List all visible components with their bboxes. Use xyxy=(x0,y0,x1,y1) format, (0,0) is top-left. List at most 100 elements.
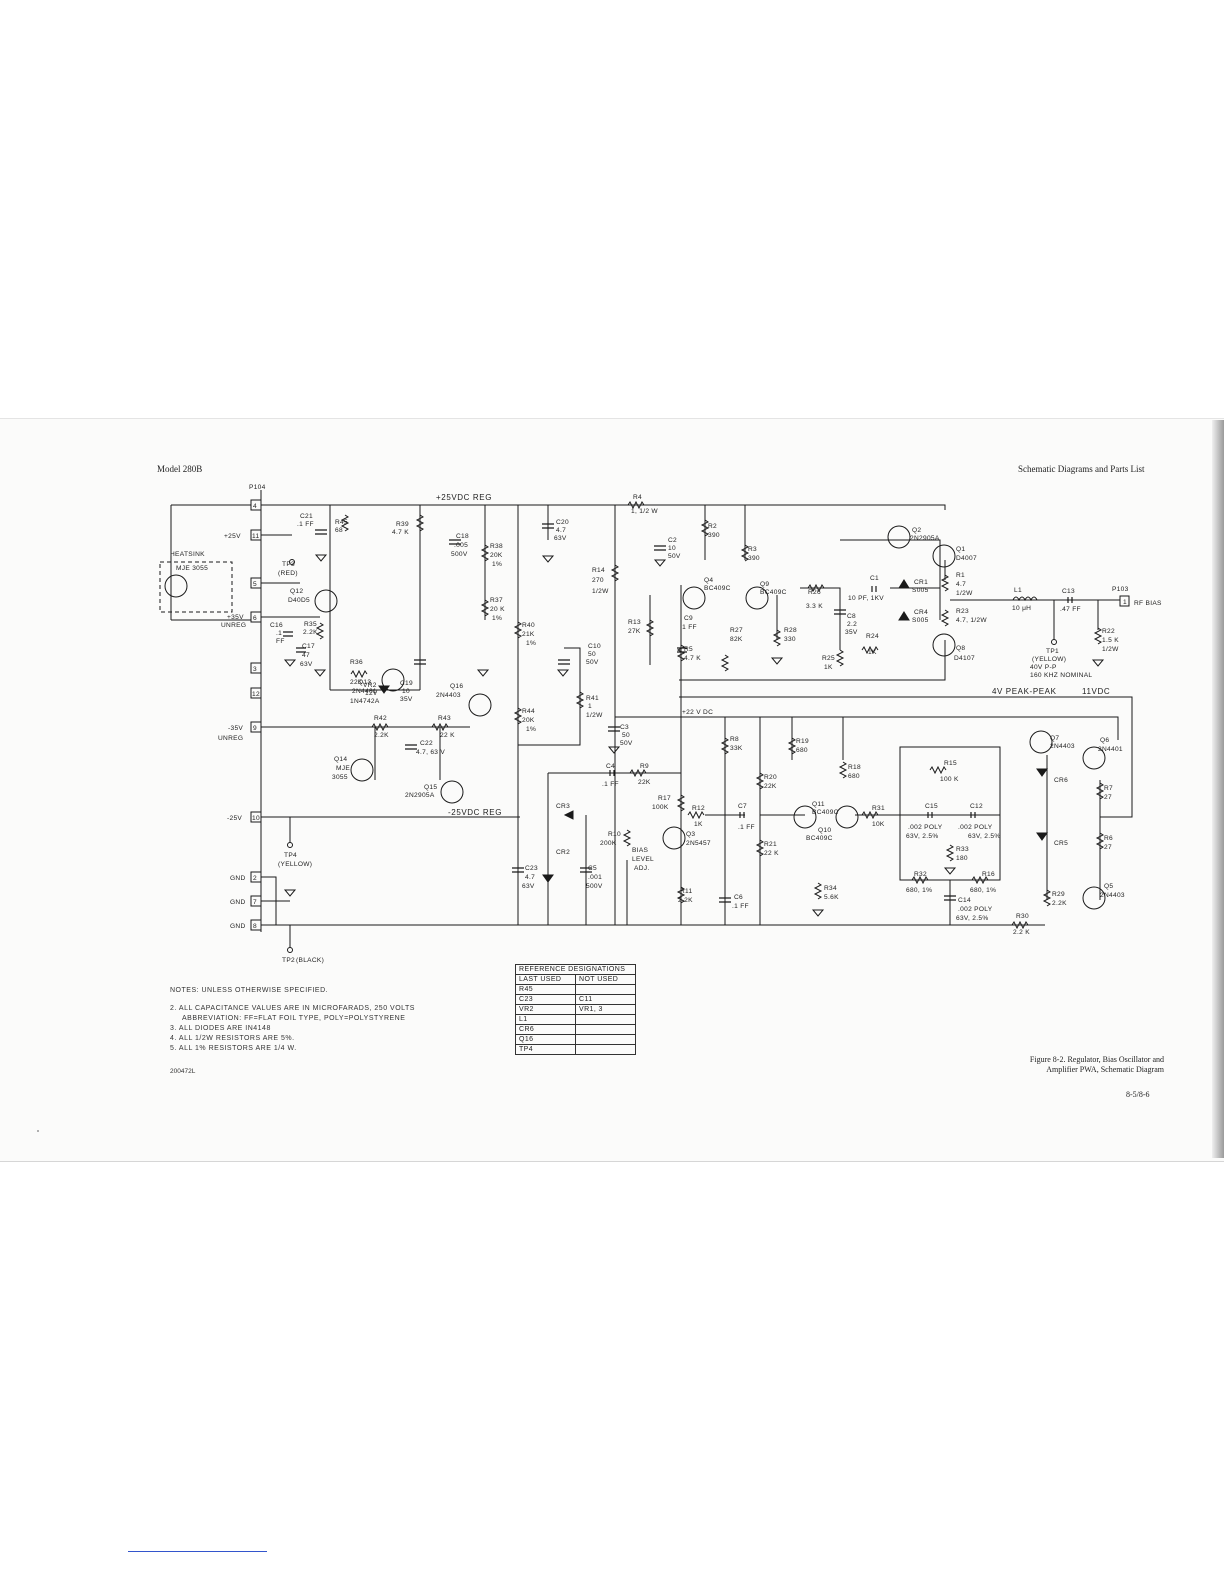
value-tp3: (RED) xyxy=(278,570,298,577)
label-r25: R25 xyxy=(822,655,835,662)
value-r19: 680 xyxy=(796,747,808,754)
value2-c16: FF xyxy=(276,638,285,645)
label-r28: R28 xyxy=(784,627,797,634)
label-cr4: CR4 xyxy=(914,609,928,616)
value-q10: BC409C xyxy=(806,835,833,842)
ref-cell: L1 xyxy=(515,1014,576,1025)
ref-cell: R45 xyxy=(515,984,576,995)
label-vr2: VR2 xyxy=(363,682,377,689)
value-r20: 22K xyxy=(764,783,777,790)
note-2: 2. ALL CAPACITANCE VALUES ARE IN MICROFA… xyxy=(170,1005,415,1012)
value-r38: 20K xyxy=(490,552,503,559)
label-q5: Q5 xyxy=(1104,883,1113,890)
transistor-q5 xyxy=(1082,886,1106,910)
ref-cell xyxy=(575,1014,636,1025)
transistor-q1 xyxy=(932,544,956,568)
value-c7: .1 FF xyxy=(738,824,755,831)
connector-p104 xyxy=(250,490,262,932)
pin-6-label: +35V xyxy=(227,614,244,621)
value-r11: 2.2K xyxy=(678,897,693,904)
rail-pos-reg: +25VDC REG xyxy=(436,493,492,502)
label-r5: R5 xyxy=(684,646,693,653)
table-row: CR6 xyxy=(515,1024,636,1035)
caption-line-1: Figure 8-2. Regulator, Bias Oscillator a… xyxy=(1029,1055,1164,1064)
ref-cell: VR2 xyxy=(515,1004,576,1015)
value-q2: 2N2905A xyxy=(910,535,940,542)
value-r10: 200K xyxy=(600,840,617,847)
value-r13: 27K xyxy=(628,628,641,635)
value-r30: 2.2 K xyxy=(1013,929,1030,936)
rail-neg-reg: -25VDC REG xyxy=(448,808,502,817)
ref-cell xyxy=(575,1044,636,1055)
transistor-q15 xyxy=(440,780,464,804)
value-c21: .1 FF xyxy=(297,521,314,528)
value-c12: .002 POLY xyxy=(958,824,993,831)
value-tp4: (YELLOW) xyxy=(278,861,312,868)
value2-c19: 35V xyxy=(400,696,413,703)
value2-c20: 63V xyxy=(554,535,567,542)
page-number: 8-5/8-6 xyxy=(1126,1090,1150,1099)
value-q7: 2N4403 xyxy=(1050,743,1075,750)
capacitor-symbols xyxy=(283,523,1073,903)
value-c23: 4.7 xyxy=(525,874,535,881)
label-q14: Q14 xyxy=(334,756,347,763)
value-r7: 27 xyxy=(1104,794,1112,801)
ref-col-not-used: NOT USED xyxy=(575,974,636,985)
header-model: Model 280B xyxy=(157,464,203,474)
pin-p103: 1 xyxy=(1123,599,1127,606)
value-q13: 2N4401 xyxy=(352,688,377,695)
label-c7: C7 xyxy=(738,803,747,810)
transistor-q12 xyxy=(314,589,338,613)
value-cr1: S005 xyxy=(912,587,929,594)
value2-r38: 1% xyxy=(492,561,502,568)
label-q3: Q3 xyxy=(686,831,695,838)
value-r16: 680, 1% xyxy=(970,887,996,894)
value3-tp1: 160 KHZ NOMINAL xyxy=(1030,672,1092,679)
label-r21: R21 xyxy=(764,841,777,848)
table-row: L1 xyxy=(515,1014,636,1025)
label-r1: R1 xyxy=(956,572,965,579)
value-r22: 1.5 K xyxy=(1102,637,1119,644)
value2-c2: 50V xyxy=(668,553,681,560)
label-q8: Q8 xyxy=(956,645,965,652)
label-p103: P103 xyxy=(1112,586,1129,593)
label-q7: Q7 xyxy=(1050,735,1059,742)
value4-r10: ADJ. xyxy=(634,865,650,872)
value-l1: 10 μH xyxy=(1012,605,1031,612)
value-q12: D40D5 xyxy=(288,597,310,604)
value-c14: .002 POLY xyxy=(958,906,993,913)
value-q6: 2N4401 xyxy=(1098,746,1123,753)
pin-11: 11 xyxy=(252,533,259,540)
label-c19: C19 xyxy=(400,680,413,687)
value2-c8: 35V xyxy=(845,629,858,636)
value2-c23: 63V xyxy=(522,883,535,890)
value-r4: 1, 1/2 W xyxy=(631,508,658,515)
transistor-q2 xyxy=(887,525,911,549)
value-tp2: (BLACK) xyxy=(296,957,324,964)
label-r30: R30 xyxy=(1016,913,1029,920)
label-r36: R36 xyxy=(350,659,363,666)
value-r31: 10K xyxy=(872,821,885,828)
label-r3: R3 xyxy=(748,546,757,553)
value-r42: 2.2K xyxy=(374,732,389,739)
label-r34: R34 xyxy=(824,885,837,892)
rail-plus22: +22 V DC xyxy=(682,709,713,716)
table-row: TP4 xyxy=(515,1044,636,1055)
transistor-q10 xyxy=(835,805,859,829)
value-c2: 10 xyxy=(668,545,676,552)
label-r29: R29 xyxy=(1052,891,1065,898)
label-c6: C6 xyxy=(734,894,743,901)
value-q16: 2N4403 xyxy=(436,692,461,699)
value-r17: 100K xyxy=(652,804,669,811)
label-r41: R41 xyxy=(586,695,599,702)
label-r35: R35 xyxy=(304,621,317,628)
caption-line-2: Amplifier PWA, Schematic Diagram xyxy=(1046,1065,1164,1074)
transistor-q8 xyxy=(932,633,956,657)
label-c23: C23 xyxy=(525,865,538,872)
value-q1: D4007 xyxy=(956,555,977,562)
footer-link-underline[interactable] xyxy=(128,1551,267,1552)
page-edge-shadow xyxy=(1212,420,1224,1158)
value-c15: .002 POLY xyxy=(908,824,943,831)
reference-designations-table: REFERENCE DESIGNATIONS LAST USED NOT USE… xyxy=(515,964,636,1055)
value-c4: .1 FF xyxy=(602,781,619,788)
